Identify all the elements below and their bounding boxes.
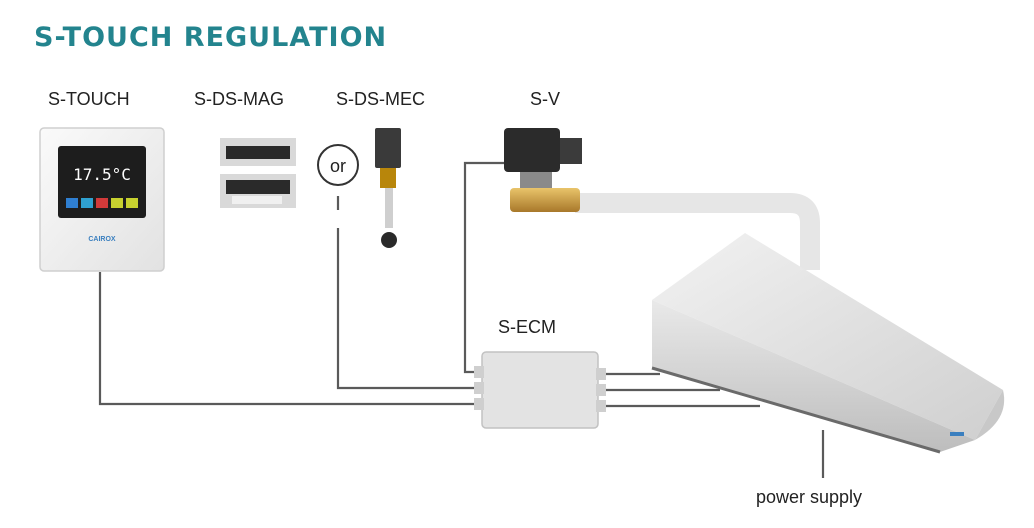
gland-right-3 (596, 400, 606, 412)
curtain-grille (651, 366, 941, 454)
s-touch-temperature: 17.5°C (73, 165, 131, 184)
curtain-end (975, 390, 1005, 440)
s-touch-device: 17.5°C CAIROX (39, 127, 165, 272)
page-title: S-TOUCH REGULATION (34, 22, 388, 53)
screen-button-3 (96, 198, 108, 208)
label-s-ds-mag: S-DS-MAG (194, 89, 284, 109)
label-s-v: S-V (530, 89, 561, 109)
mec-body (375, 128, 401, 168)
mec-neck (380, 168, 396, 188)
mag-bar-top (226, 146, 290, 159)
s-ds-mag-device (220, 138, 296, 208)
gland-right-2 (596, 384, 606, 396)
or-circle (317, 144, 359, 186)
wire-s-ds (336, 196, 482, 390)
wiring (98, 161, 825, 478)
screen-button-2 (81, 198, 93, 208)
water-pipe (575, 193, 820, 270)
s-ecm-device (474, 351, 606, 429)
screen-button-1 (66, 198, 78, 208)
or-text: or (330, 156, 346, 176)
gland-right-1 (596, 368, 606, 380)
screen-button-4 (111, 198, 123, 208)
mag-bar-plate (232, 196, 282, 204)
dash-gap (334, 210, 342, 228)
screen-button-5 (126, 198, 138, 208)
gland-left-3 (474, 398, 484, 410)
label-s-touch: S-TOUCH (48, 89, 130, 109)
s-touch-screen (58, 146, 146, 218)
or-separator: or (317, 144, 359, 186)
label-s-ds-mec: S-DS-MEC (336, 89, 425, 109)
mec-roller (381, 232, 397, 248)
gland-left-1 (474, 366, 484, 378)
valve-neck (520, 172, 552, 188)
label-s-ecm: S-ECM (498, 317, 556, 337)
gland-left-2 (474, 382, 484, 394)
curtain-logo (950, 432, 964, 436)
wire-s-touch (98, 272, 482, 406)
mag-bar-bottom (226, 180, 290, 194)
valve-actuator (504, 128, 560, 172)
valve-body (510, 188, 580, 212)
air-curtain (651, 233, 1005, 454)
s-v-device (504, 128, 582, 212)
mec-lever (385, 188, 393, 228)
curtain-top (652, 233, 1003, 440)
s-ecm-box (481, 351, 599, 429)
label-power-supply: power supply (756, 487, 863, 507)
s-ds-mec-device (375, 128, 401, 248)
valve-actuator-side (560, 138, 582, 164)
s-touch-brand: CAIROX (88, 236, 116, 243)
wire-s-v (463, 161, 505, 374)
curtain-front (652, 300, 975, 452)
